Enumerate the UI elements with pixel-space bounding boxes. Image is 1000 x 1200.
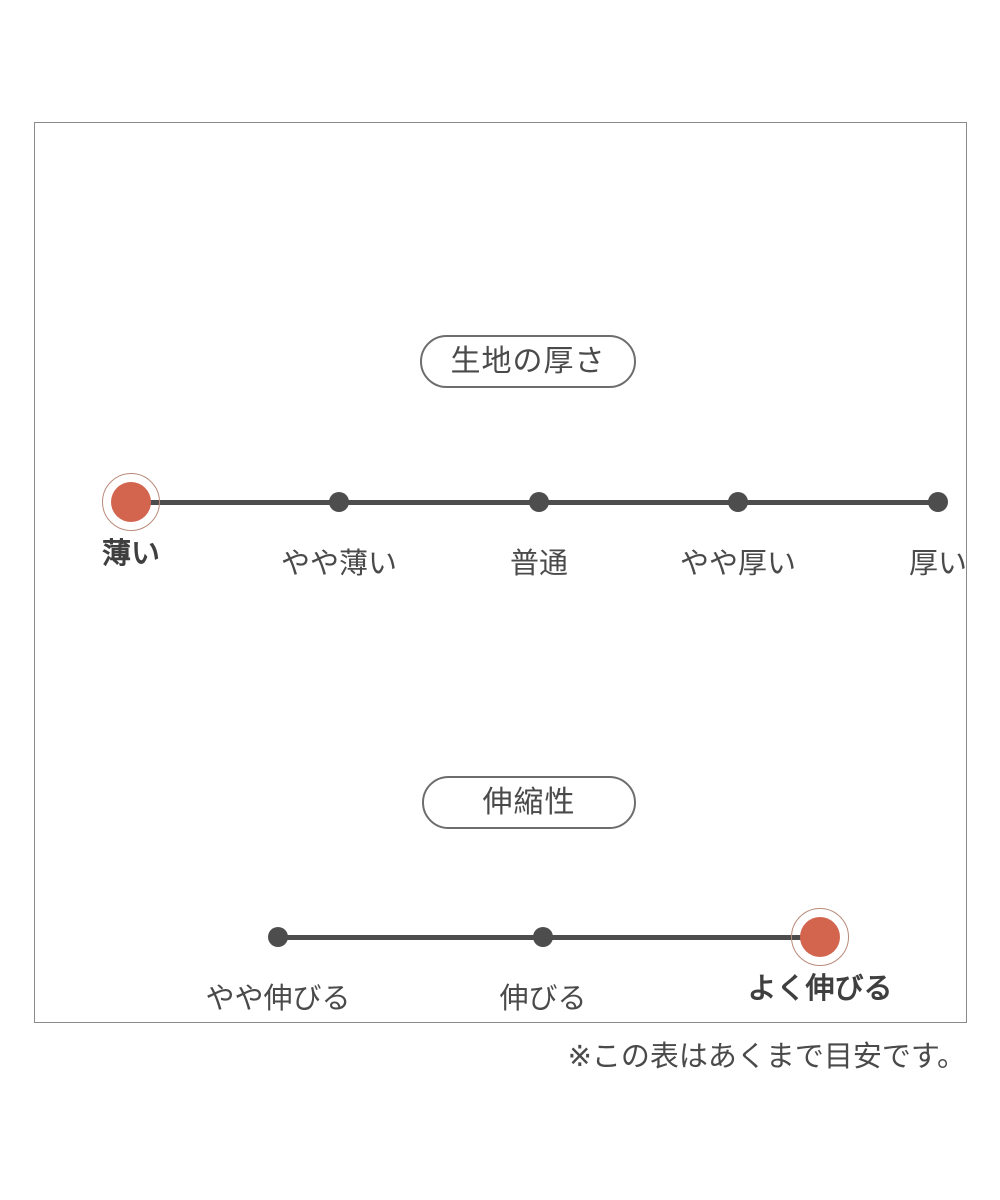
scale-node-usui[interactable]: 薄い xyxy=(102,473,160,569)
scale-node-yoku-nobiru[interactable]: よく伸びる xyxy=(747,908,893,1004)
active-node-dot-icon xyxy=(111,482,151,522)
scale-node-label-yaya-atsui: やや厚い xyxy=(679,548,797,580)
active-node-ring-icon xyxy=(791,908,849,966)
node-dot-icon xyxy=(529,492,549,512)
scale-node-label-usui: 薄い xyxy=(101,538,161,570)
chart-footnote: ※この表はあくまで目安です。 xyxy=(567,1041,966,1073)
scale-node-label-nobiru: 伸びる xyxy=(499,983,587,1015)
scale-node-label-yaya-usui: やや薄い xyxy=(280,548,398,580)
section-title-stretchiness: 伸縮性 xyxy=(422,776,636,829)
section-title-stretchiness-label: 伸縮性 xyxy=(482,785,576,819)
node-dot-icon xyxy=(268,927,288,947)
scale-node-atsui[interactable]: 厚い xyxy=(909,492,967,579)
scale-node-label-futsuu: 普通 xyxy=(509,548,569,580)
node-dot-icon xyxy=(928,492,948,512)
active-node-ring-icon xyxy=(102,473,160,531)
node-dot-icon xyxy=(533,927,553,947)
scale-node-label-atsui: 厚い xyxy=(908,548,968,580)
node-dot-icon xyxy=(728,492,748,512)
scale-node-futsuu[interactable]: 普通 xyxy=(510,492,568,579)
scale-node-yaya-nobiru[interactable]: やや伸びる xyxy=(205,927,351,1014)
active-node-dot-icon xyxy=(800,917,840,957)
scale-node-label-yoku-nobiru: よく伸びる xyxy=(747,973,893,1005)
scale-node-yaya-atsui[interactable]: やや厚い xyxy=(680,492,796,579)
section-title-fabric-thickness-label: 生地の厚さ xyxy=(450,344,606,378)
node-dot-icon xyxy=(329,492,349,512)
chart-frame: 生地の厚さ 薄い やや薄い 普通 やや厚い xyxy=(34,122,967,1023)
scale-node-nobiru[interactable]: 伸びる xyxy=(499,927,587,1014)
section-title-fabric-thickness: 生地の厚さ xyxy=(420,335,636,388)
scale-node-yaya-usui[interactable]: やや薄い xyxy=(281,492,397,579)
scale-node-label-yaya-nobiru: やや伸びる xyxy=(205,983,351,1015)
